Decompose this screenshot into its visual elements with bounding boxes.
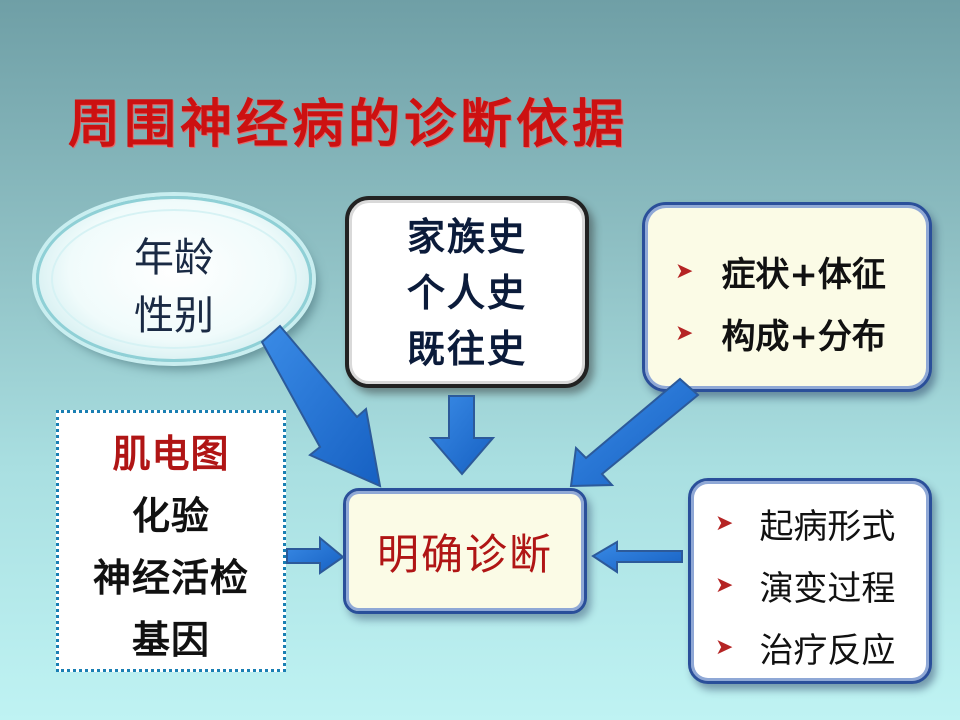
arrow-icon bbox=[260, 324, 382, 488]
history-line-past: 既往史 bbox=[406, 327, 527, 371]
arrow-icon bbox=[286, 535, 345, 575]
course-item: ➤ 起病形式 bbox=[715, 499, 895, 548]
symptoms-item: ➤ 构成+分布 bbox=[675, 309, 886, 358]
age-sex-oval: 年龄 性别 bbox=[36, 196, 312, 362]
exam-line-lab: 化验 bbox=[131, 494, 210, 538]
oval-line-sex: 性别 bbox=[134, 293, 214, 339]
symptoms-item-label: 构成+分布 bbox=[721, 317, 886, 357]
course-item-label: 演变过程 bbox=[759, 569, 896, 609]
chevron-right-icon: ➤ bbox=[715, 573, 734, 598]
arrow-icon bbox=[591, 540, 683, 574]
chevron-right-icon: ➤ bbox=[715, 635, 734, 660]
history-box: 家族史 个人史 既往史 bbox=[345, 196, 589, 388]
history-line-personal: 个人史 bbox=[406, 271, 527, 315]
chevron-right-icon: ➤ bbox=[675, 259, 694, 284]
arrow-icon bbox=[569, 377, 700, 488]
slide-title: 周围神经病的诊断依据 bbox=[68, 95, 629, 155]
oval-line-age: 年龄 bbox=[134, 235, 214, 281]
symptoms-box: ➤ 症状+体征 ➤ 构成+分布 bbox=[642, 202, 932, 392]
course-item: ➤ 演变过程 bbox=[715, 561, 895, 610]
exam-line-biopsy: 神经活检 bbox=[92, 556, 249, 600]
arrow-icon bbox=[428, 395, 496, 476]
course-item-label: 治疗反应 bbox=[759, 631, 896, 671]
diagnosis-label: 明确诊断 bbox=[376, 530, 553, 579]
course-box: ➤ 起病形式 ➤ 演变过程 ➤ 治疗反应 bbox=[688, 478, 932, 684]
course-item-label: 起病形式 bbox=[759, 507, 896, 547]
oval-inner-ring bbox=[51, 209, 297, 349]
exam-line-emg: 肌电图 bbox=[112, 432, 230, 476]
exam-line-gene: 基因 bbox=[131, 618, 210, 662]
diagnosis-box: 明确诊断 bbox=[343, 488, 587, 614]
symptoms-item: ➤ 症状+体征 bbox=[675, 247, 886, 296]
exams-box: 肌电图 化验 神经活检 基因 bbox=[56, 410, 286, 672]
chevron-right-icon: ➤ bbox=[715, 511, 734, 536]
chevron-right-icon: ➤ bbox=[675, 321, 694, 346]
history-line-family: 家族史 bbox=[406, 215, 527, 259]
course-item: ➤ 治疗反应 bbox=[715, 623, 895, 672]
symptoms-item-label: 症状+体征 bbox=[721, 255, 886, 295]
